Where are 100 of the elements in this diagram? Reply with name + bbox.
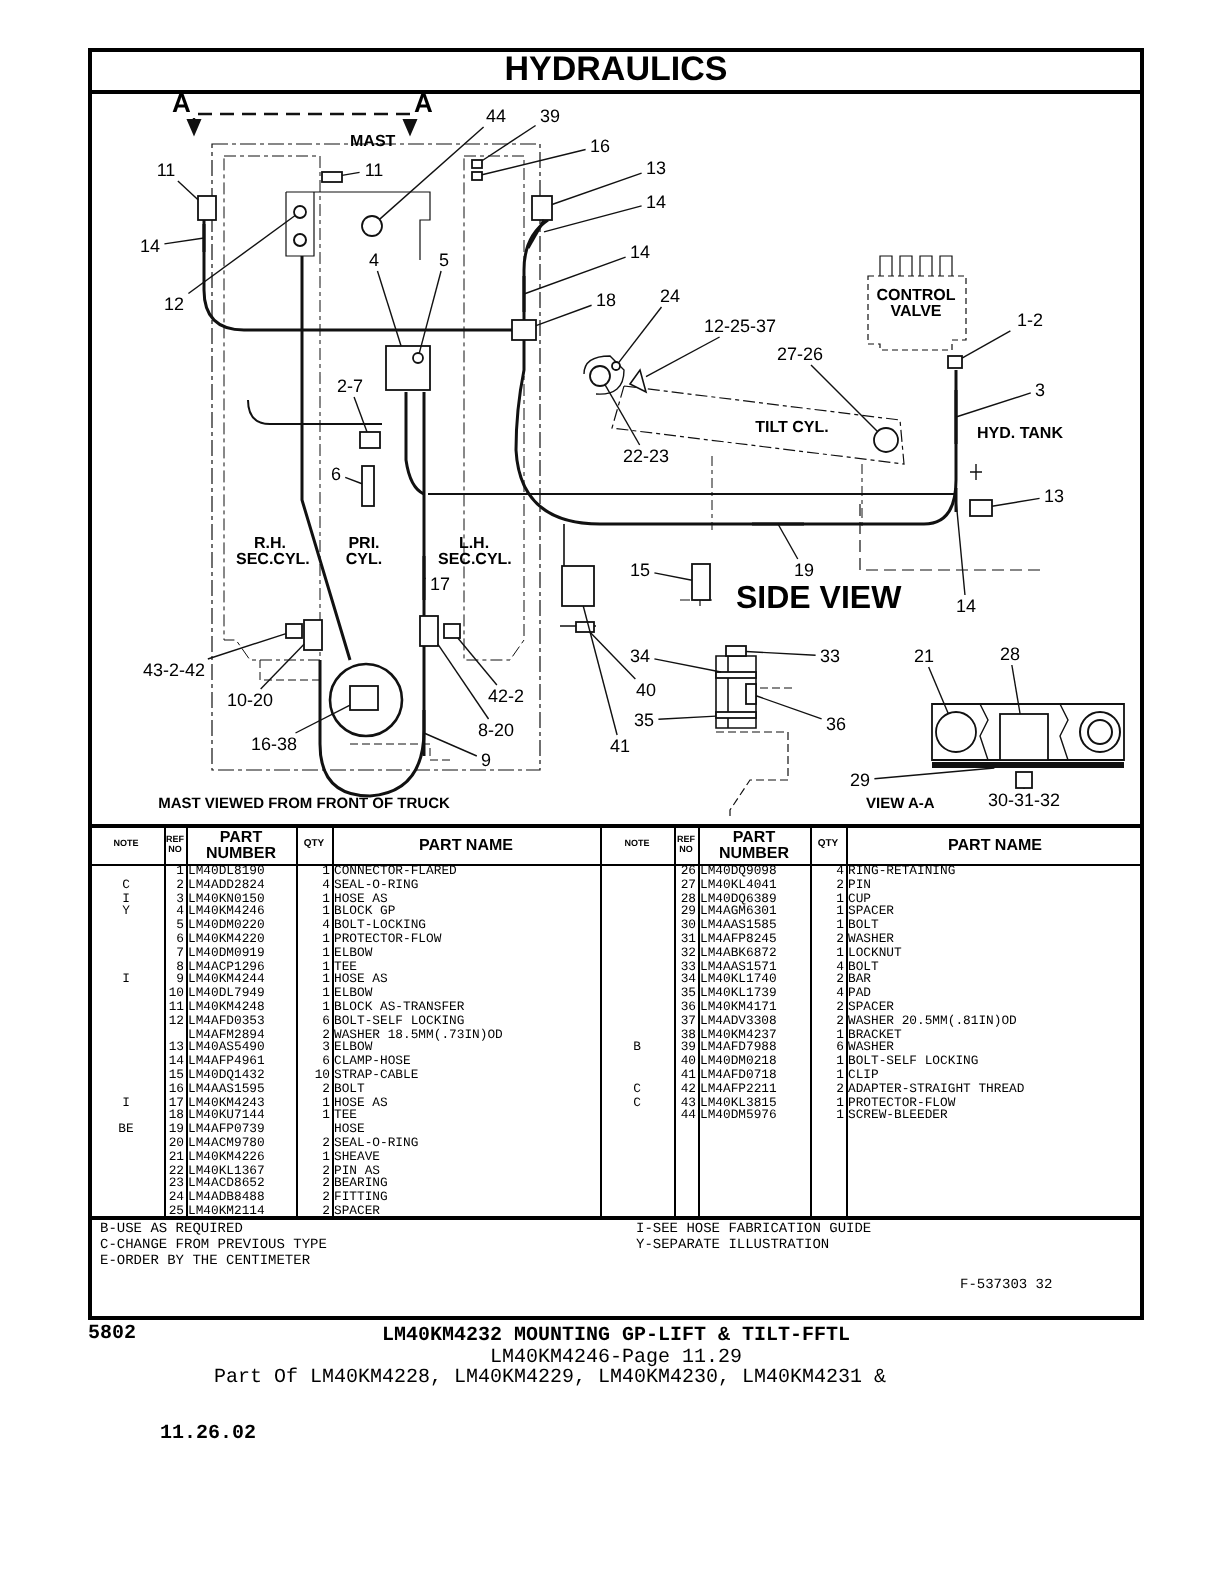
- leader-line: [457, 637, 498, 686]
- callout-number: 10-20: [220, 689, 280, 711]
- bracket: [628, 368, 648, 394]
- view-label: SIDE VIEW: [736, 584, 904, 618]
- leader-line: [177, 180, 199, 201]
- page-title: HYDRAULICS: [502, 50, 730, 90]
- callout-number: 13: [1039, 485, 1069, 507]
- caption-line: LM40KM4232 MOUNTING GP-LIFT & TILT-FFTL: [379, 1326, 853, 1348]
- leader-line: [535, 304, 593, 327]
- callout-number: 33: [815, 645, 845, 667]
- view-label: MAST: [350, 134, 398, 151]
- callout-number: 18: [591, 289, 621, 311]
- caption-line: 5802: [88, 1324, 137, 1346]
- caption-line: 11.26.02: [160, 1424, 257, 1446]
- elbow-fitting: [359, 431, 381, 449]
- leader-line: [955, 392, 1032, 418]
- callout-number: 14: [951, 595, 981, 617]
- bearing: [589, 365, 611, 387]
- callout-number: 34: [625, 645, 655, 667]
- view-label: CONTROL VALVE: [874, 288, 958, 322]
- leader-line: [927, 666, 949, 715]
- leader-line: [653, 572, 693, 581]
- caption-line: Part Of LM40KM4228, LM40KM4229, LM40KM4230, LM40KM4231 &: [214, 1368, 887, 1390]
- elbow-fitting: [303, 619, 323, 651]
- leader-line: [163, 237, 205, 245]
- leader-line: [745, 650, 817, 656]
- bracket: [349, 685, 379, 711]
- leader-line: [207, 632, 287, 660]
- callout-number: 15: [625, 559, 655, 581]
- callout-number: 12-25-37: [694, 315, 786, 337]
- fitting: [443, 623, 461, 639]
- bolt: [725, 645, 747, 657]
- fitting: [285, 623, 303, 639]
- callout-number: 27-26: [770, 343, 830, 365]
- leader-line: [755, 695, 823, 720]
- callout-number: 14: [625, 241, 655, 263]
- callout-number: 28: [995, 643, 1025, 665]
- bleeder-screw: [361, 215, 383, 237]
- view-label: L.H. SEC.CYL.: [438, 536, 510, 570]
- cup: [999, 713, 1049, 761]
- leader-line: [582, 605, 618, 736]
- bolt-head: [293, 205, 307, 219]
- bolt-head: [412, 352, 424, 364]
- leader-line: [523, 256, 627, 295]
- leader-line: [961, 330, 1012, 359]
- leader-line: [810, 364, 879, 433]
- connector: [947, 355, 963, 369]
- callout-number: 19: [789, 559, 819, 581]
- callout-number: 29: [845, 769, 875, 791]
- leader-line: [418, 270, 442, 354]
- leader-line: [344, 476, 363, 485]
- sheave: [935, 711, 977, 753]
- callout-number: 3: [1030, 379, 1050, 401]
- leader-line: [991, 497, 1041, 507]
- leader-line: [378, 126, 485, 221]
- leader-line: [353, 396, 368, 433]
- callout-number: 9: [476, 749, 496, 771]
- callout-number: 8-20: [471, 719, 521, 741]
- tee-fitting: [419, 615, 439, 647]
- section-letter: A: [414, 90, 435, 118]
- fitting: [321, 171, 343, 183]
- bolt: [1015, 771, 1033, 789]
- flow-protector: [361, 465, 375, 507]
- view-label: R.H. SEC.CYL.: [236, 536, 304, 570]
- elbow-fitting: [969, 499, 993, 517]
- callout-number: 35: [629, 709, 659, 731]
- callout-number: 13: [641, 157, 671, 179]
- caption-line: LM40KM4246-Page 11.29: [489, 1348, 744, 1370]
- column-header: PART NUMBER: [203, 828, 279, 862]
- callout-number: 1-2: [1010, 309, 1050, 331]
- callout-number: 36: [821, 713, 851, 735]
- callout-number: 41: [605, 735, 635, 757]
- leader-line: [873, 767, 996, 780]
- leader-line: [481, 124, 537, 162]
- section-letter: A: [172, 90, 193, 118]
- leader-line: [187, 214, 296, 295]
- callout-number: 12: [159, 293, 189, 315]
- callout-number: 40: [631, 679, 661, 701]
- callout-number: 17: [425, 573, 455, 595]
- view-label: TILT CYL.: [753, 420, 831, 437]
- leader-line: [437, 643, 490, 720]
- leader-line: [1011, 664, 1021, 715]
- callout-number: 16-38: [244, 733, 304, 755]
- callout-number: 14: [135, 235, 165, 257]
- callout-number: 6: [326, 463, 346, 485]
- leader-line: [653, 658, 722, 673]
- callout-number: 2-7: [330, 375, 370, 397]
- bolt: [575, 621, 595, 633]
- column-header: PART NUMBER: [716, 828, 792, 862]
- leader-line: [617, 306, 663, 364]
- hose-segment: [526, 219, 546, 249]
- clip: [561, 565, 595, 607]
- base-plate: [932, 762, 1124, 768]
- bar: [715, 671, 757, 679]
- callout-number: 39: [535, 105, 565, 127]
- leader-line: [376, 270, 402, 347]
- tee-fitting: [511, 319, 537, 341]
- leader-line: [543, 205, 643, 233]
- callout-number: 42-2: [481, 685, 531, 707]
- column-header: PART NAME: [946, 833, 1044, 857]
